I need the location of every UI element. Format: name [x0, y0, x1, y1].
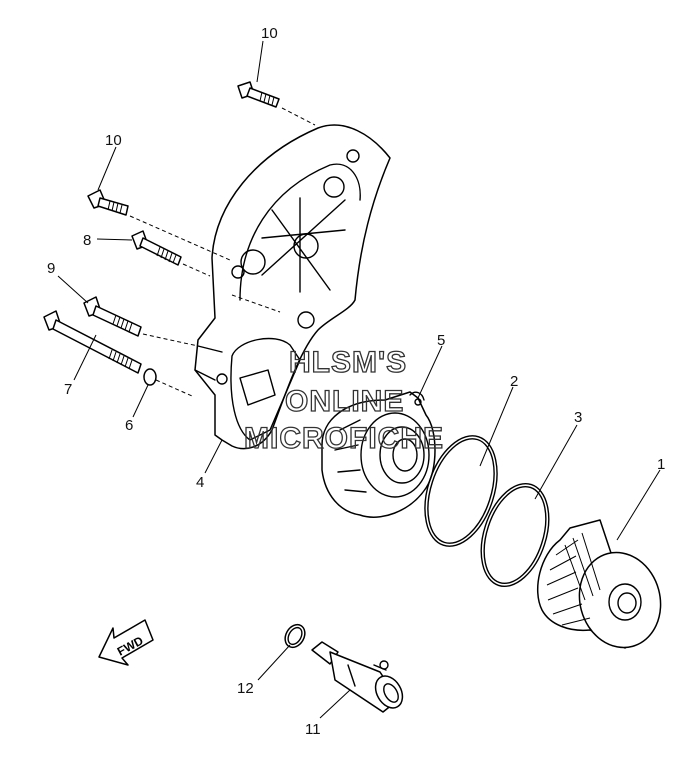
callout-5: 5 [437, 332, 445, 349]
callout-10-upper: 10 [261, 25, 278, 42]
watermark-line-3: MICROFICHE [244, 422, 444, 455]
callout-3: 3 [574, 409, 582, 426]
watermark-line-1: HLSM'S [289, 346, 407, 379]
watermark-line-2: ONLINE [285, 385, 404, 418]
part-5-oil-pump-housing [321, 391, 436, 518]
alignment-lines [129, 107, 316, 397]
callout-9: 9 [47, 260, 55, 277]
callout-8: 8 [83, 232, 91, 249]
part-10-bolt-upper [237, 81, 280, 108]
part-9-bolt [83, 296, 142, 337]
part-8-bolt [131, 230, 182, 266]
fwd-direction-arrow: FWD [98, 619, 154, 666]
part-4-oil-cover [194, 124, 391, 450]
callout-10-left: 10 [105, 132, 122, 149]
callout-7: 7 [64, 381, 72, 398]
callout-2: 2 [510, 373, 518, 390]
part-12-o-ring [284, 623, 306, 649]
part-10-bolt-left [87, 189, 129, 216]
callout-labels: 1 2 3 4 5 6 7 8 9 10 10 11 12 [47, 25, 665, 738]
callout-4: 4 [196, 474, 204, 491]
callout-11: 11 [305, 721, 321, 738]
watermark: HLSM'S ONLINE MICROFICHE [243, 345, 444, 455]
leader-lines [57, 40, 661, 719]
part-2-o-ring [424, 435, 498, 547]
part-6-o-ring [143, 368, 157, 386]
part-1-oil-filter [536, 519, 662, 649]
part-3-o-ring [480, 482, 550, 588]
part-7-bolt-long [43, 310, 142, 374]
part-11-relief-valve [311, 641, 404, 713]
callout-6: 6 [125, 417, 133, 434]
callout-1: 1 [657, 456, 665, 473]
callout-12: 12 [237, 680, 254, 697]
